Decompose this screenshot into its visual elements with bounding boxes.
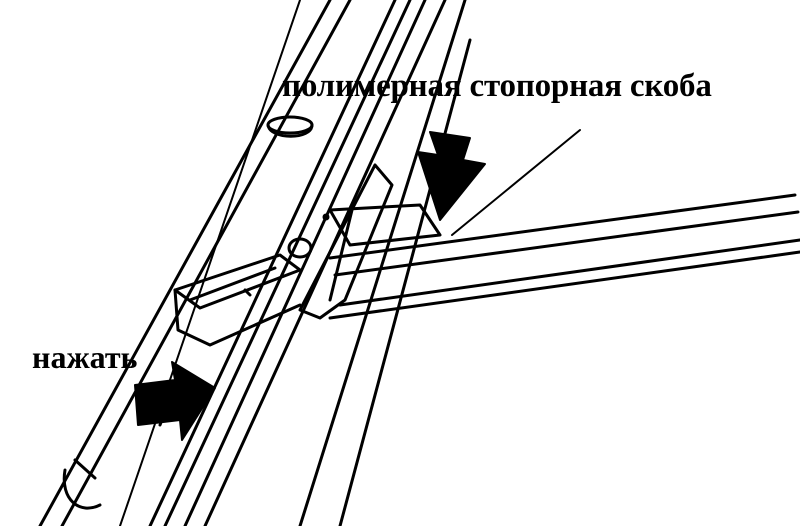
arrow-down-icon xyxy=(417,131,486,221)
leader-line xyxy=(451,129,581,236)
arrow-right-icon xyxy=(134,361,216,441)
arm-rivet xyxy=(266,115,314,138)
retaining-clip-label: полимерная стопорная скоба xyxy=(282,68,712,104)
arm-knuckle xyxy=(62,383,177,510)
wiper-blade xyxy=(328,193,800,320)
retaining-clip-body xyxy=(173,163,442,347)
press-label: нажать xyxy=(32,339,138,375)
